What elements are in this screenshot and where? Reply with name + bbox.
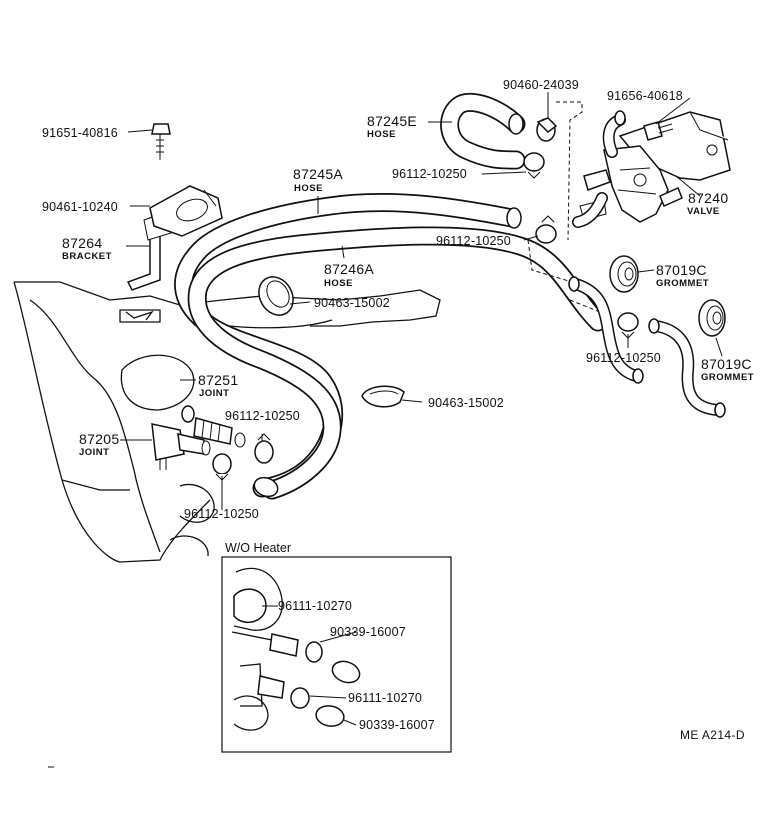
small-hose-right xyxy=(568,276,726,418)
grommet-upper xyxy=(609,255,639,293)
bolt-right xyxy=(643,121,674,141)
label-87251: 87251 xyxy=(198,372,238,388)
label-87245a: 87245A xyxy=(293,166,343,182)
joint-87251 xyxy=(181,405,246,448)
desc-87240: VALVE xyxy=(687,206,720,217)
clamp-mid xyxy=(258,276,294,316)
desc-87205: JOINT xyxy=(79,447,109,458)
label-87205: 87205 xyxy=(79,431,119,447)
clamp-low xyxy=(361,385,405,408)
label-90460-24039: 90460-24039 xyxy=(503,78,579,92)
desc-87019c-a: GROMMET xyxy=(656,278,709,289)
inset-label-90339-16007-b: 90339-16007 xyxy=(359,718,435,732)
label-91651-40816: 91651-40816 xyxy=(42,126,118,140)
label-87019c-a: 87019C xyxy=(656,262,707,278)
label-96112-10250-b: 96112-10250 xyxy=(436,234,511,248)
desc-87264: BRACKET xyxy=(62,251,112,262)
clip-top xyxy=(536,117,558,142)
desc-87251: JOINT xyxy=(199,388,229,399)
hose-end xyxy=(506,207,522,229)
desc-87019c-b: GROMMET xyxy=(701,372,754,383)
label-90461-10240: 90461-10240 xyxy=(42,200,118,214)
bolt-91651 xyxy=(151,123,171,160)
clip-upper-right xyxy=(535,215,557,244)
leader-lines xyxy=(120,92,723,510)
reference-code: ME A214-D xyxy=(680,728,745,742)
hose-87246a xyxy=(187,226,608,500)
joint-87205 xyxy=(151,423,211,470)
grommet-lower xyxy=(698,299,726,337)
clip-hose-e xyxy=(523,152,545,179)
inset-label-96111-10270-b: 96111-10270 xyxy=(348,691,422,705)
label-87019c-b: 87019C xyxy=(701,356,752,372)
inset-frame xyxy=(221,556,452,753)
inset-label-90339-16007-a: 90339-16007 xyxy=(330,625,406,639)
engine-block xyxy=(13,281,441,563)
inset-label-96111-10270-a: 96111-10270 xyxy=(278,599,352,613)
label-90463-15002-a: 90463-15002 xyxy=(314,296,390,310)
label-87246a: 87246A xyxy=(324,261,374,277)
hose-clamp-90461 xyxy=(149,185,223,237)
label-87245e: 87245E xyxy=(367,113,417,129)
desc-87245a: HOSE xyxy=(294,183,323,194)
label-96112-10250-c: 96112-10250 xyxy=(586,351,661,365)
desc-87245e: HOSE xyxy=(367,129,396,140)
label-87264: 87264 xyxy=(62,235,102,251)
labels: 91651-40816 87245E HOSE 90460-24039 9165… xyxy=(42,78,754,521)
clip-joint-1 xyxy=(254,433,274,464)
label-91656-40618: 91656-40618 xyxy=(607,89,683,103)
desc-87246a: HOSE xyxy=(324,278,353,289)
label-96112-10250-d: 96112-10250 xyxy=(225,409,300,423)
inset-wo-heater: W/O Heater 96111-10270 90339-16007 96111… xyxy=(221,541,452,753)
label-96112-10250-a: 96112-10250 xyxy=(392,167,467,181)
label-96112-10250-e: 96112-10250 xyxy=(184,507,259,521)
label-87240: 87240 xyxy=(688,190,728,206)
inset-title: W/O Heater xyxy=(225,541,291,555)
dashed-guides xyxy=(527,101,601,313)
label-90463-15002-b: 90463-15002 xyxy=(428,396,504,410)
hose-87245e xyxy=(440,92,526,170)
